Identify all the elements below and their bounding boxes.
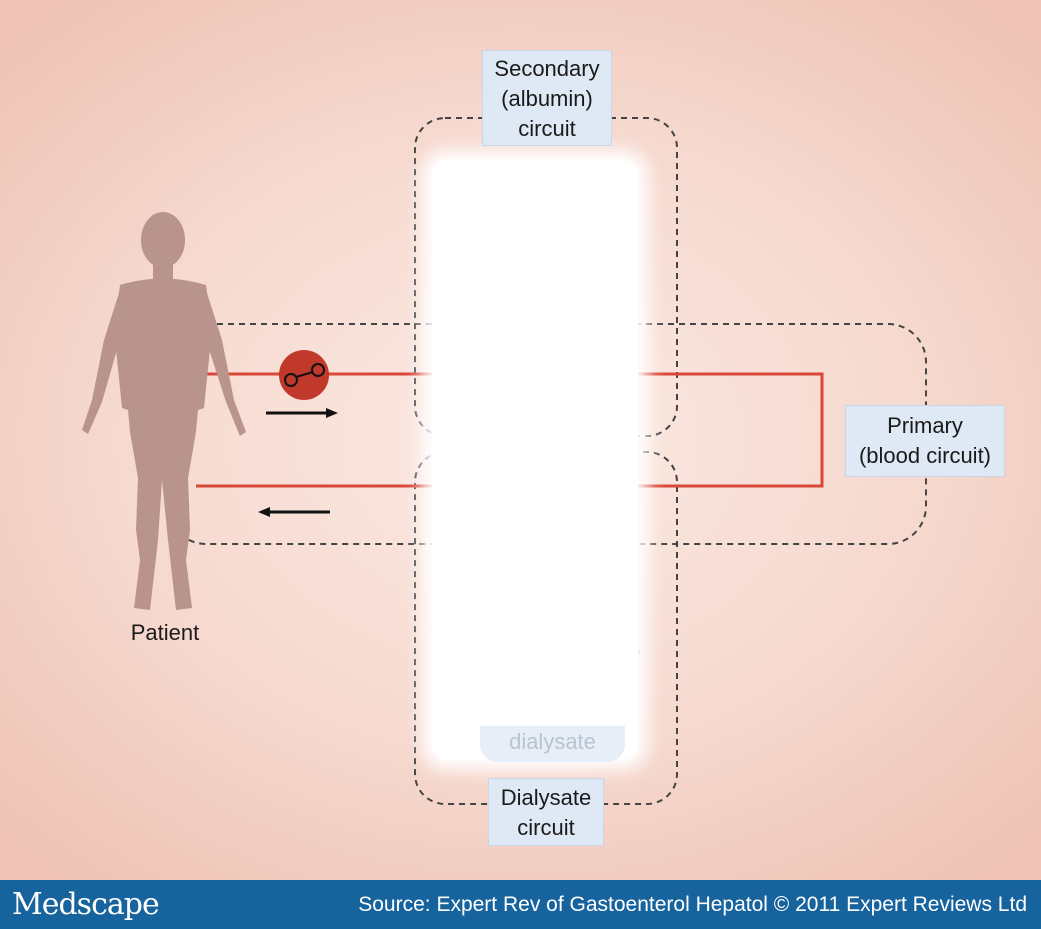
footer-bar: Medscape Source: Expert Rev of Gastoente… bbox=[0, 880, 1041, 929]
patient-label: Patient bbox=[130, 620, 200, 645]
dialysate-circuit-label: Dialysate circuit bbox=[488, 778, 604, 846]
arrow-left-icon bbox=[258, 507, 330, 517]
primary-circuit-label: Primary (blood circuit) bbox=[845, 405, 1005, 477]
secondary-circuit-label: Secondary (albumin) circuit bbox=[482, 50, 612, 146]
redacted-area bbox=[432, 160, 638, 760]
arrow-right-icon bbox=[266, 408, 338, 418]
human-figure-icon bbox=[82, 212, 246, 610]
brand-logo: Medscape bbox=[12, 887, 160, 922]
faint-dialysate-label: dialysate bbox=[480, 726, 625, 762]
pump-icon bbox=[279, 350, 329, 400]
source-credit: Source: Expert Rev of Gastoenterol Hepat… bbox=[358, 892, 1027, 916]
